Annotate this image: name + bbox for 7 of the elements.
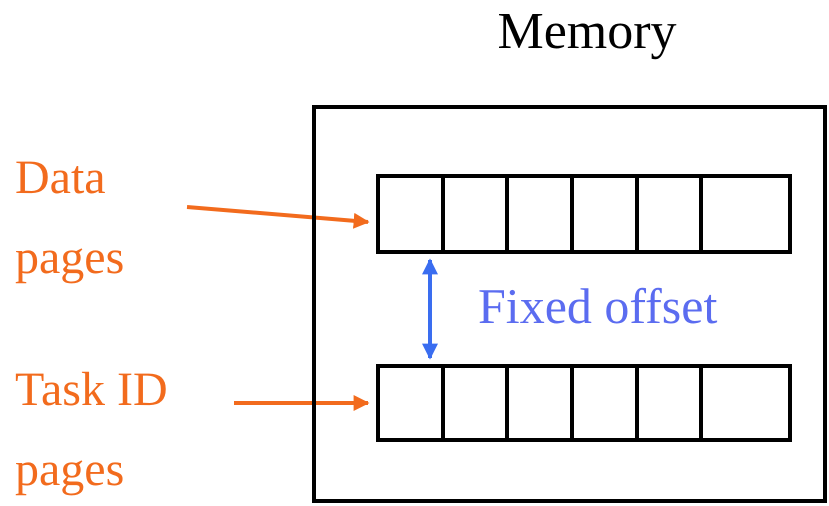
page-row (376, 174, 792, 254)
page-label: Task ID pages (15, 350, 230, 506)
edge-label: Fixed offset (478, 278, 718, 334)
page-label: Data pages (15, 138, 183, 298)
memory-box (312, 105, 827, 503)
page-row (376, 364, 792, 442)
memory-heading: Memory (497, 3, 677, 60)
